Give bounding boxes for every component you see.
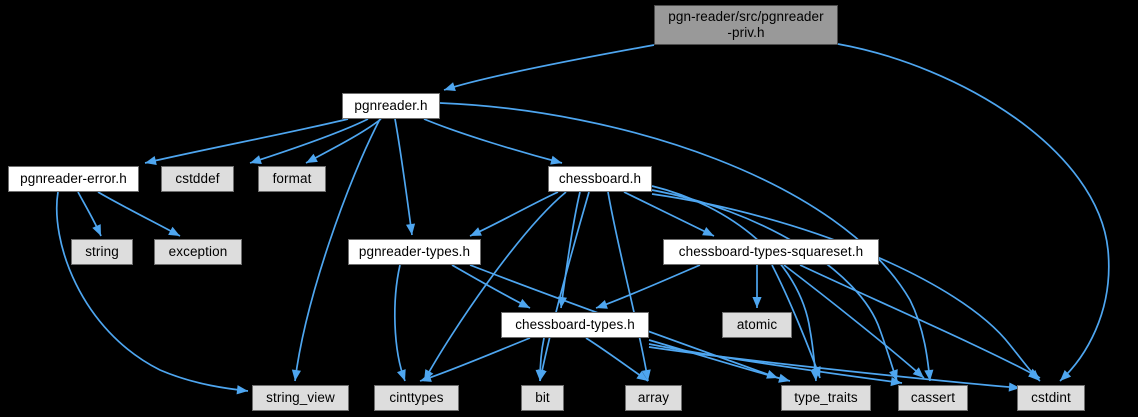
graph-edge [595, 264, 701, 309]
graph-edge [560, 191, 581, 309]
graph-edge-arrowhead [444, 82, 456, 92]
graph-node-cinttypes[interactable]: cinttypes [374, 385, 459, 411]
graph-edge-arrowhead [912, 367, 924, 378]
graph-edge-arrowhead [557, 296, 568, 308]
graph-node-cassert[interactable]: cassert [898, 385, 968, 411]
graph-node-exception[interactable]: exception [154, 239, 242, 265]
graph-edge [651, 193, 1041, 382]
graph-edge [799, 264, 1041, 379]
graph-edge [443, 44, 655, 91]
graph-edge [585, 337, 649, 382]
graph-node-chessboard[interactable]: chessboard.h [548, 166, 652, 192]
graph-node-format[interactable]: format [258, 166, 326, 192]
graph-edge [783, 264, 925, 379]
graph-edge-arrowhead [1060, 370, 1072, 381]
graph-edge-arrowhead [168, 226, 180, 236]
graph-edge [294, 118, 381, 382]
graph-edge-arrowhead [550, 155, 562, 165]
graph-edge [394, 118, 413, 236]
graph-node-pgnerror[interactable]: pgnreader-error.h [8, 166, 139, 192]
graph-edge [607, 191, 649, 382]
graph-node-atomic[interactable]: atomic [722, 312, 792, 338]
graph-edge-arrowhead [306, 153, 318, 163]
graph-edge [623, 191, 715, 237]
graph-node-bit[interactable]: bit [521, 385, 564, 411]
graph-edge-arrowhead [811, 366, 821, 378]
graph-edge-arrowhead [924, 369, 934, 381]
graph-edge [451, 264, 531, 309]
graph-edge [469, 191, 559, 237]
graph-edge [55, 191, 249, 392]
graph-edge-arrowhead [291, 369, 301, 381]
graph-node-pgnreader[interactable]: pgnreader.h [342, 93, 440, 119]
graph-edge-arrowhead [1028, 368, 1040, 378]
graph-edge [648, 343, 903, 384]
graph-node-pgntypes[interactable]: pgnreader-types.h [348, 239, 481, 265]
graph-edge [837, 43, 1110, 382]
graph-edge-arrowhead [145, 156, 157, 165]
graph-node-type_traits[interactable]: type_traits [781, 385, 871, 411]
graph-edge-arrowhead [1008, 382, 1020, 392]
graph-edge [423, 118, 563, 164]
graph-edge-arrowhead [405, 223, 416, 235]
graph-node-cbtypes[interactable]: chessboard-types.h [501, 312, 649, 338]
graph-edge [394, 264, 406, 382]
graph-node-cstdint[interactable]: cstdint [1017, 385, 1085, 411]
graph-edge [539, 191, 590, 382]
graph-node-array[interactable]: array [625, 385, 682, 411]
graph-edge-arrowhead [518, 298, 530, 308]
graph-node-root[interactable]: pgn-reader/src/pgnreader -priv.h [654, 5, 838, 45]
graph-edge [439, 102, 931, 382]
graph-edge-arrowhead [92, 224, 101, 236]
graph-edge-arrowhead [596, 300, 608, 309]
graph-edge [648, 346, 1021, 389]
graph-edge-arrowhead [396, 369, 406, 381]
graph-node-cbsquareset[interactable]: chessboard-types-squareset.h [663, 239, 879, 265]
graph-edge-arrowhead [778, 373, 790, 383]
graph-edge-arrowhead [535, 369, 545, 381]
graph-edge-arrowhead [420, 373, 432, 382]
graph-edge-arrowhead [752, 297, 762, 308]
graph-node-cstddef[interactable]: cstddef [161, 166, 234, 192]
graph-edge [249, 118, 369, 164]
graph-node-string[interactable]: string [71, 239, 133, 265]
graph-edge [648, 339, 791, 382]
graph-edge-arrowhead [641, 369, 651, 381]
graph-edge-arrowhead [470, 227, 482, 236]
graph-edge [423, 191, 567, 382]
graph-edge-arrowhead [236, 385, 248, 395]
graph-edge [97, 191, 181, 237]
graph-node-string_view[interactable]: string_view [252, 385, 349, 411]
graph-edge [144, 118, 349, 164]
graph-edge-arrowhead [702, 226, 714, 236]
graph-edge-arrowhead [890, 376, 902, 387]
graph-edge-arrowhead [636, 370, 648, 381]
graph-edge-arrowhead [250, 155, 262, 164]
